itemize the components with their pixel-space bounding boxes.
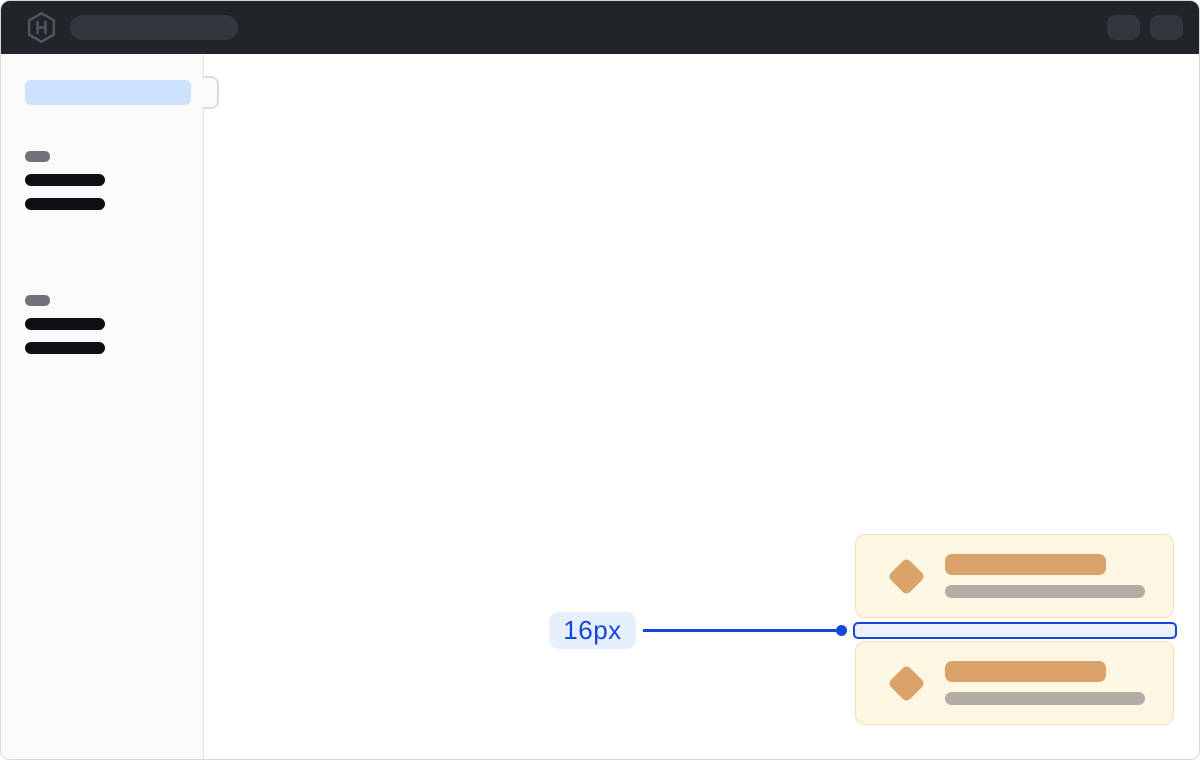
diamond-icon	[886, 556, 926, 596]
spacing-annotation: 16px	[549, 612, 847, 649]
gap-highlight-rect	[853, 622, 1177, 639]
sidebar-group-2-label-skeleton	[25, 295, 50, 306]
sidebar-active-item-skeleton[interactable]	[25, 80, 191, 105]
sidebar-group-2-item-2-skeleton[interactable]	[25, 342, 105, 354]
topbar	[1, 1, 1199, 54]
sidebar-toggle-handle[interactable]	[203, 76, 219, 109]
card-1-text-skeletons	[945, 554, 1145, 598]
card-2-subtitle-skeleton	[945, 692, 1145, 705]
topbar-action-button-1[interactable]	[1107, 15, 1140, 40]
card-2-title-skeleton	[945, 661, 1106, 682]
topbar-search-skeleton[interactable]	[70, 15, 238, 40]
topbar-action-button-2[interactable]	[1150, 15, 1183, 40]
diamond-icon	[886, 663, 926, 703]
hashicorp-logo-icon	[25, 11, 58, 44]
sidebar-group-2-item-1-skeleton[interactable]	[25, 318, 105, 330]
card-1-title-skeleton	[945, 554, 1106, 575]
sidebar	[1, 54, 204, 759]
sidebar-group-1-item-2-skeleton[interactable]	[25, 198, 105, 210]
list-card-1[interactable]	[855, 534, 1174, 618]
list-card-2[interactable]	[855, 641, 1174, 725]
spacing-label: 16px	[549, 612, 636, 649]
sidebar-group-1-item-1-skeleton[interactable]	[25, 174, 105, 186]
card-1-subtitle-skeleton	[945, 585, 1145, 598]
card-2-text-skeletons	[945, 661, 1145, 705]
sidebar-group-1-label-skeleton	[25, 151, 50, 162]
measure-dot	[836, 625, 847, 636]
measure-line	[643, 629, 836, 632]
